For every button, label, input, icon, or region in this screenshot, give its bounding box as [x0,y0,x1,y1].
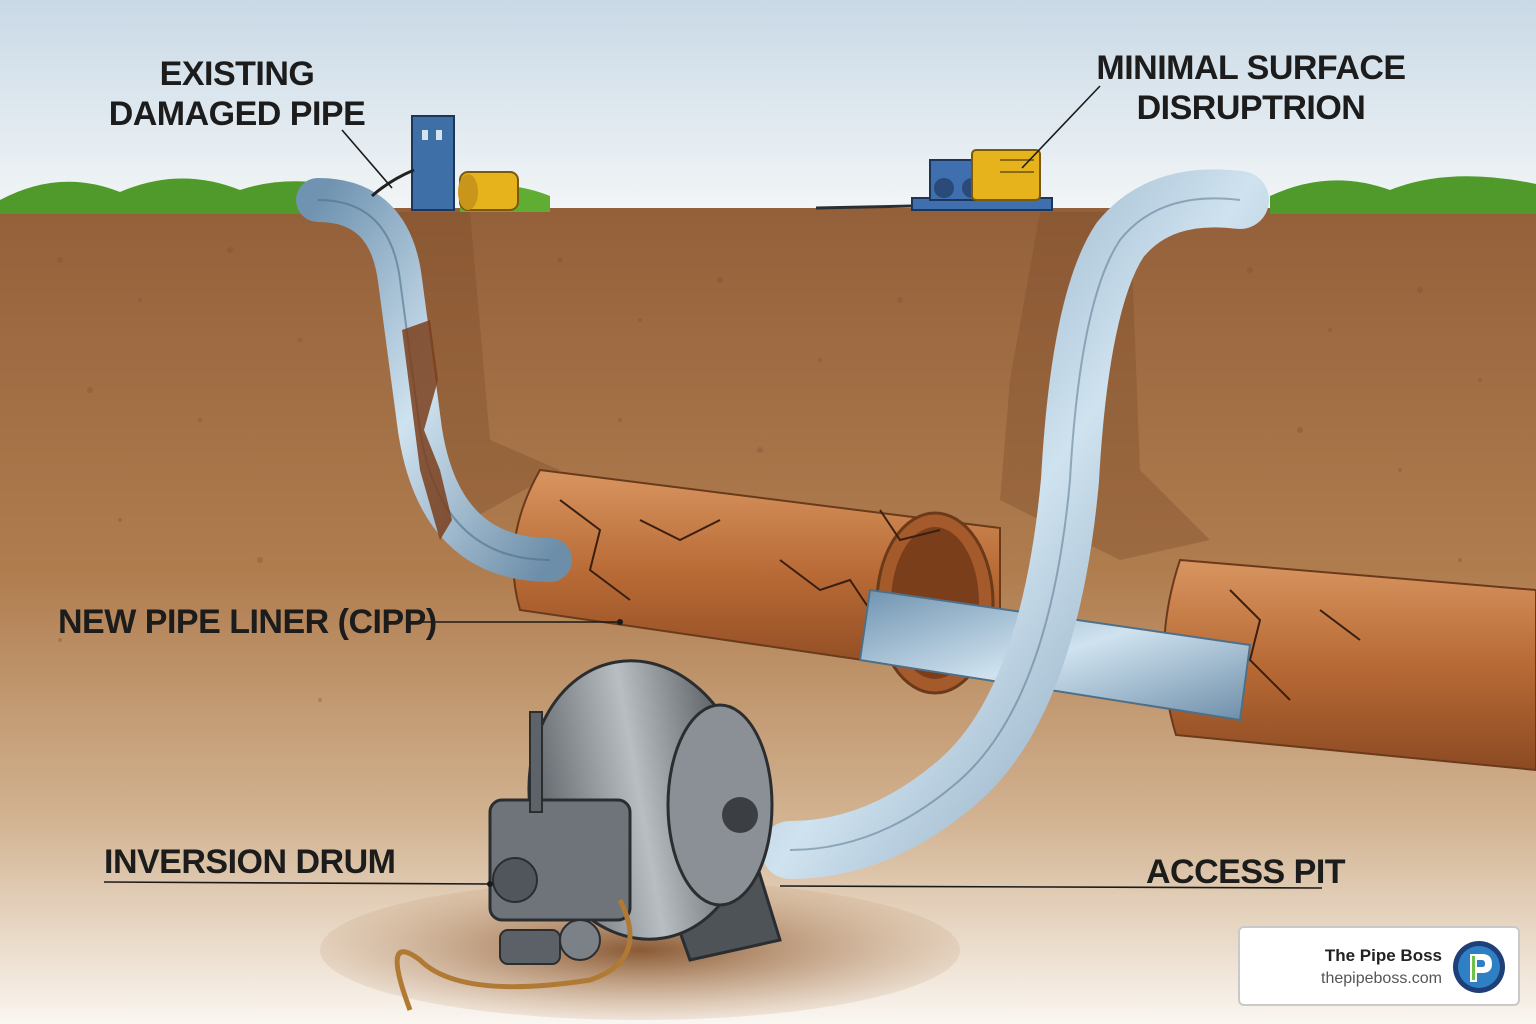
new-pipe-liner-label: NEW PIPE LINER (CIPP) [58,603,437,641]
brand-name: The Pipe Boss [1324,946,1442,965]
grass-right [1270,176,1536,214]
pipe-boss-logo-icon [1453,941,1505,993]
inversion-drum-label: INVERSION DRUM [104,843,396,881]
leader-drum [103,881,491,885]
sky [0,0,1536,215]
leader-drum-dot [487,881,493,887]
control-box [371,115,455,211]
existing-damaged-pipe-label: EXISTING DAMAGED PIPE [92,54,382,134]
existing-label-line-2: DAMAGED PIPE [108,95,366,133]
hose [394,898,633,1011]
brand-badge[interactable]: The Pipe Boss thepipeboss.com [1238,926,1520,1006]
existing-label-line-1: EXISTING [159,55,315,93]
leader-pit [779,885,1323,889]
minimal-label-line-2: DISRUPTRION [1136,89,1366,127]
soil-texture [57,247,1482,702]
leader-liner-dot [617,619,623,625]
brand-url[interactable]: thepipeboss.com [1321,970,1442,987]
minimal-surface-disruption-label: MINIMAL SURFACE DISRUPTRION [1096,48,1406,128]
minimal-label-line-1: MINIMAL SURFACE [1096,49,1406,87]
surface-equipment-right [815,149,1053,211]
access-pit-label: ACCESS PIT [1146,853,1346,891]
grass-left [0,178,380,214]
leader-minimal [1021,85,1101,169]
inversion-drum-machine [488,659,782,965]
leader-lines [103,85,1323,889]
pipe-cracks [559,499,1361,701]
liner-damage [402,320,452,540]
leader-existing [341,129,393,189]
yellow-reel-left [458,171,519,211]
